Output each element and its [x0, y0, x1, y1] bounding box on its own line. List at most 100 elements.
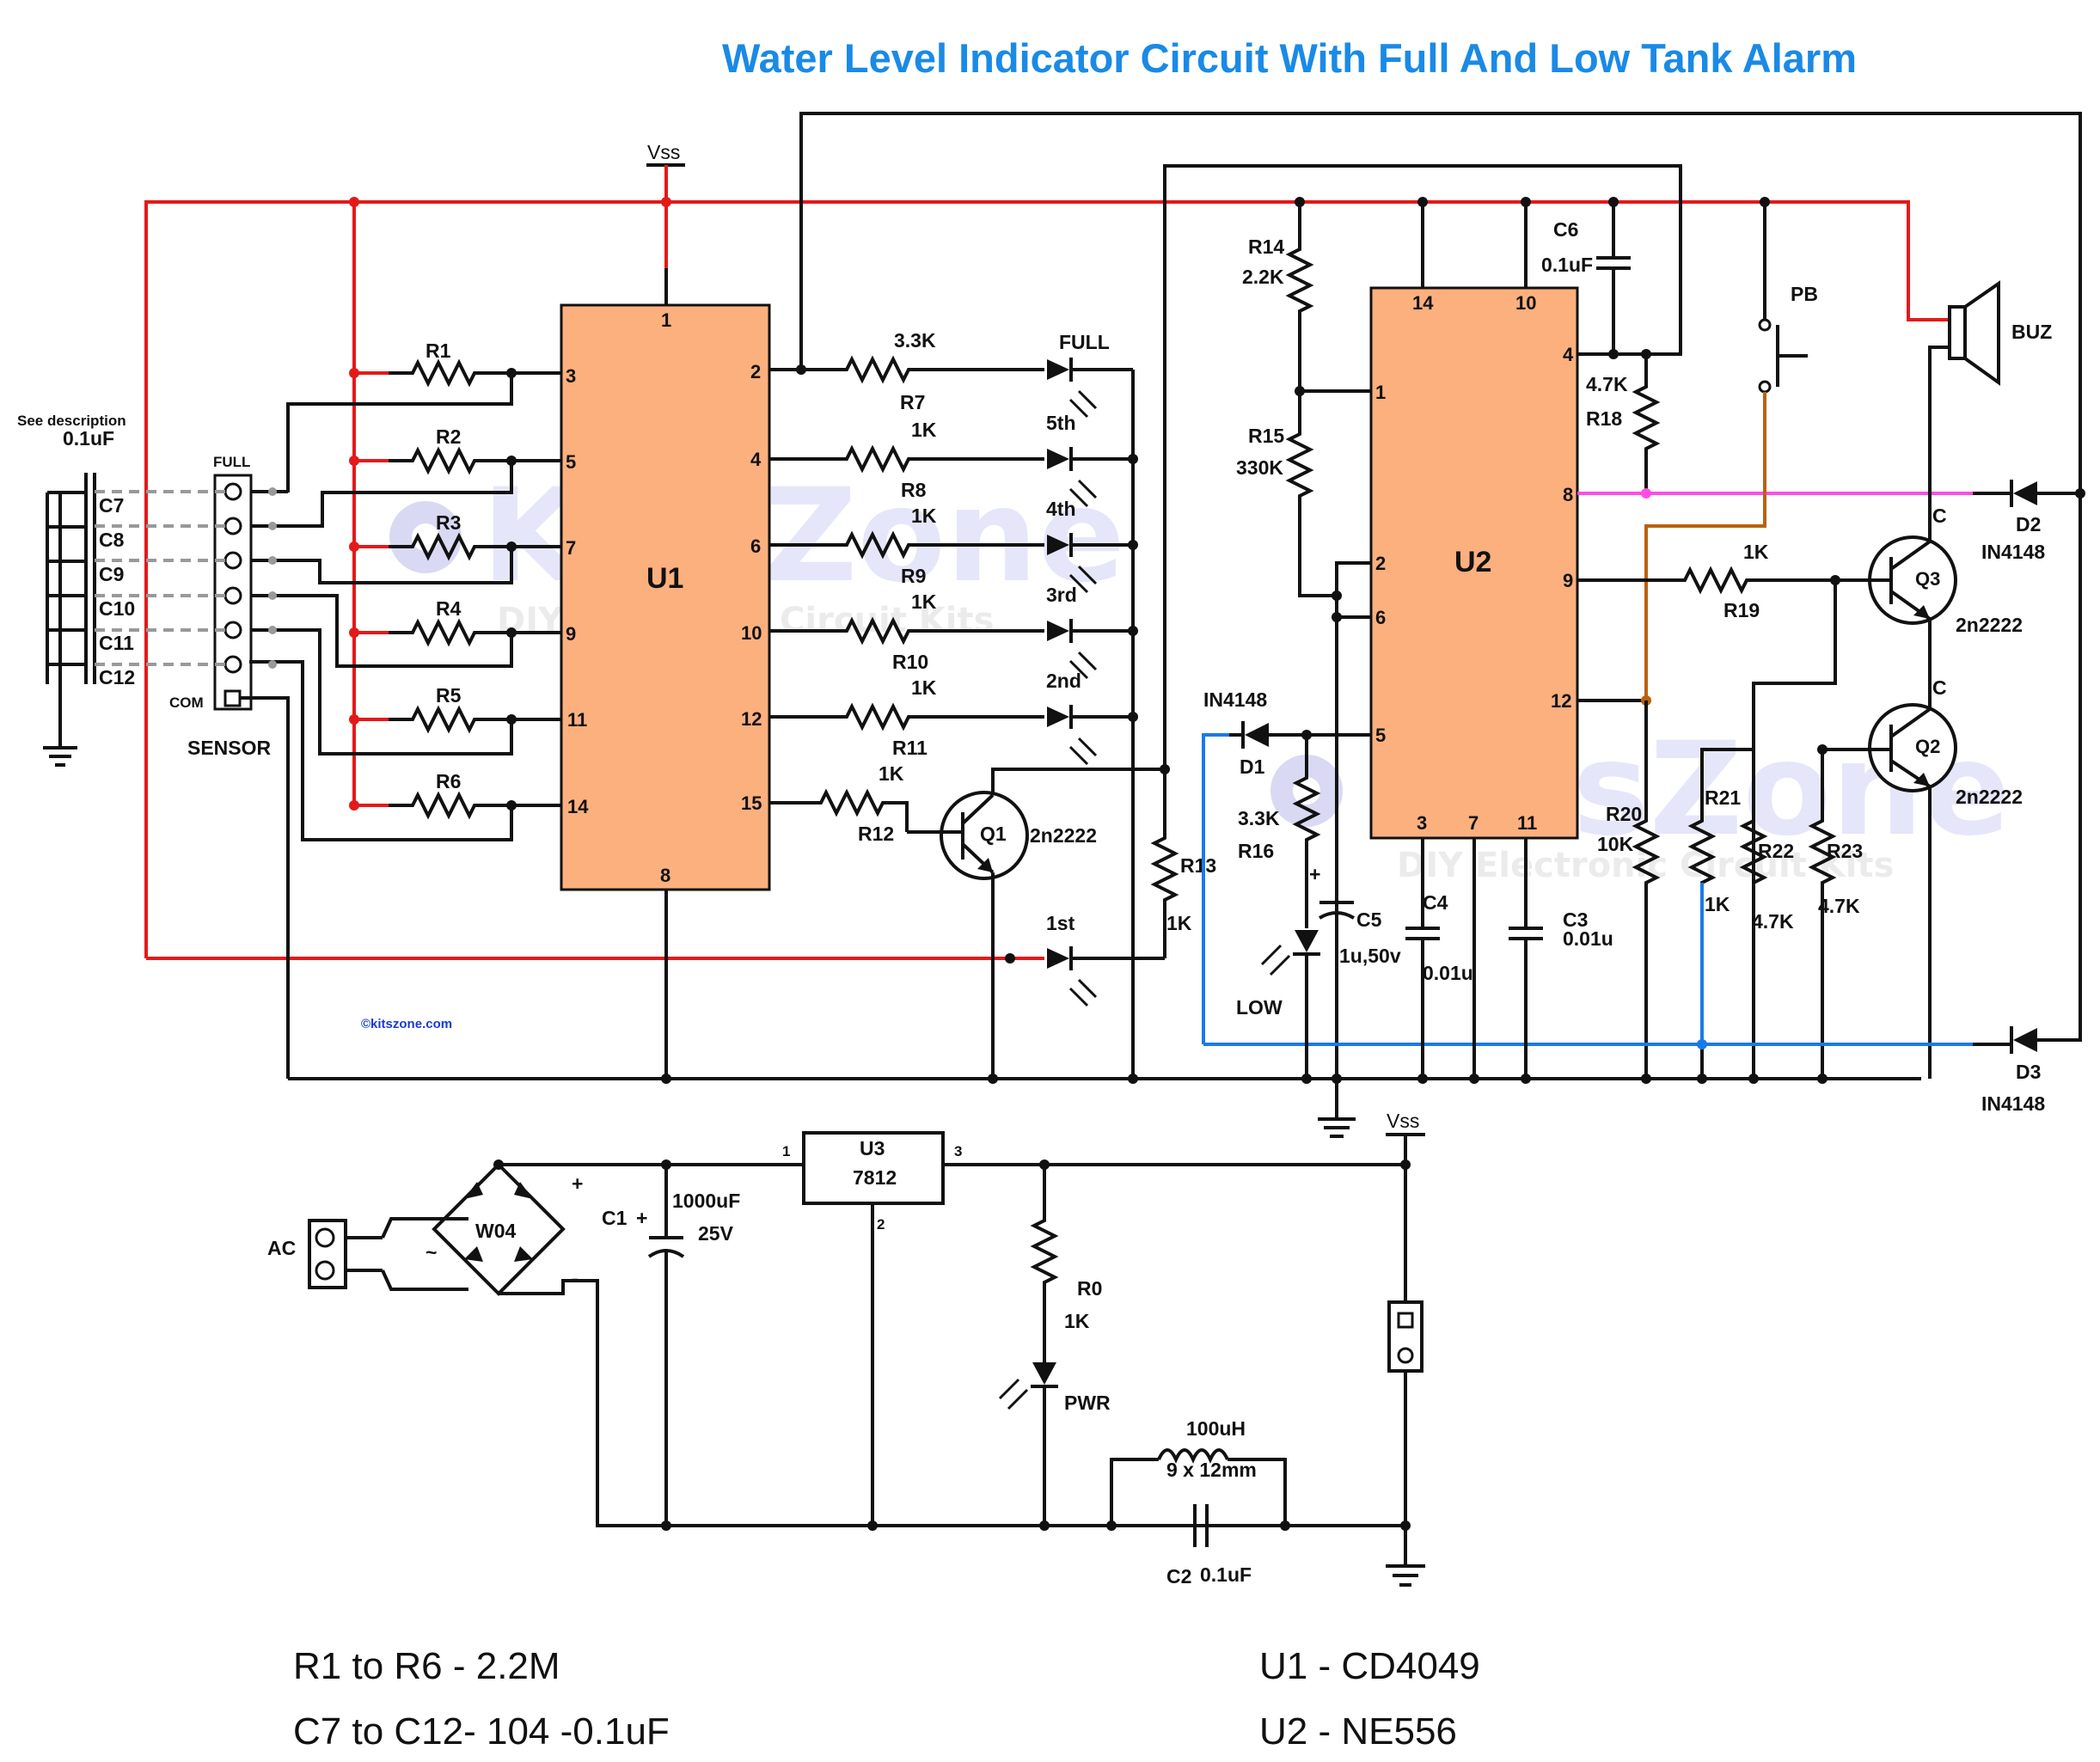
r4-label: R4 [436, 597, 462, 620]
sensor-capacitors: See description 0.1uF C7 C8 C9 C10 C11 C… [17, 413, 277, 767]
inductor-value: 100uH [1186, 1417, 1246, 1440]
note-u2: U2 - NE556 [1259, 1710, 1457, 1753]
pb-label: PB [1791, 283, 1818, 305]
u2-chip [1369, 286, 1579, 840]
r23-value: 4.7K [1818, 895, 1860, 917]
bridge-ac-symbol: ~ [426, 1241, 437, 1263]
led-1st-label: 1st [1046, 912, 1075, 934]
r0-label: R0 [1077, 1277, 1102, 1300]
u3-regulator [802, 1131, 945, 1205]
u1-chip [560, 303, 771, 891]
r21-value: 1K [1705, 893, 1730, 915]
led-full-label: FULL [1059, 331, 1110, 353]
c8-label: C8 [99, 529, 125, 551]
u3-pin-1: 1 [782, 1143, 790, 1159]
c2-label: C2 [1166, 1565, 1191, 1588]
u3-label: U3 [860, 1137, 885, 1159]
q3-transistor-icon: Q3 C 2n2222 [1861, 505, 2023, 636]
q1-label: Q1 [980, 823, 1007, 845]
q2-part: 2n2222 [1956, 786, 2023, 808]
r16-low-led: 3.3K R16 LOW [1236, 735, 1321, 1084]
r7-value: 3.3K [894, 329, 936, 352]
u2-pin-7: 7 [1468, 812, 1479, 834]
led-5th-label: 5th [1046, 412, 1076, 434]
vss-bottom-label: Vss [1387, 1110, 1419, 1132]
u2-pin-3: 3 [1417, 812, 1427, 834]
c1-value: 1000uF [672, 1190, 740, 1212]
q2-collector-label: C [1932, 676, 1947, 699]
r18-value: 4.7K [1586, 373, 1628, 395]
inductor-size: 9 x 12mm [1166, 1459, 1257, 1481]
r12-label: R12 [858, 823, 894, 845]
q3-part: 2n2222 [1956, 614, 2023, 636]
pwr-led-label: PWR [1064, 1392, 1111, 1414]
r14-label: R14 [1248, 236, 1284, 258]
r15-value: 330K [1236, 456, 1283, 479]
led-4th-label: 4th [1046, 498, 1076, 520]
bridge-plus: + [572, 1172, 583, 1195]
c1-label: C1 [602, 1207, 628, 1229]
c3-label: C3 [1563, 909, 1588, 931]
d2-label: D2 [2016, 513, 2041, 535]
d3-label: D3 [2016, 1061, 2041, 1083]
c6-label: C6 [1553, 218, 1578, 241]
c6-capacitor: C6 0.1uF [1541, 202, 1631, 354]
r22-label: R22 [1758, 840, 1794, 862]
c3-value: 0.01u [1563, 927, 1613, 950]
c1-plus: + [636, 1207, 647, 1229]
input-resistors: R1 R2 R3 R4 R5 R6 [249, 340, 561, 841]
sensor-label: SENSOR [187, 737, 272, 759]
buzzer-icon: BUZ [1928, 280, 2052, 572]
c5-value: 1u,50v [1339, 945, 1401, 967]
r20-value: 10K [1597, 833, 1634, 855]
r18-label: R18 [1586, 407, 1622, 430]
q3-label: Q3 [1915, 568, 1940, 590]
lower-resistors: R20 10K R21 1K R22 4.7K R23 4.7K [1597, 701, 1863, 1084]
d2-diode-icon: D2 IN4148 [1973, 480, 2080, 563]
c5-capacitor: + C5 1u,50v [1309, 617, 1401, 1084]
u2-pin-9: 9 [1563, 570, 1573, 591]
q3-collector-label: C [1932, 505, 1947, 527]
r2-label: R2 [436, 425, 461, 448]
inductor-icon [1157, 1448, 1229, 1464]
pwr-led-icon [1032, 1362, 1056, 1385]
u1-pin-8: 8 [660, 865, 670, 886]
power-supply: AC W04 ~ + - + C1 1000uF 25V U3 [267, 1110, 1425, 1588]
r5-label: R5 [436, 684, 462, 707]
see-description-label: See description [17, 413, 126, 429]
r21-label: R21 [1705, 786, 1741, 809]
watermark-gear-icon [389, 501, 462, 573]
c12-label: C12 [99, 666, 135, 688]
u2-label: U2 [1454, 546, 1491, 578]
q2-transistor-icon: Q2 C 2n2222 [1822, 676, 2023, 808]
c4-label: C4 [1423, 891, 1448, 914]
c10-label: C10 [99, 597, 135, 620]
vss-label: Vss [647, 141, 680, 163]
r9-label: R9 [901, 565, 926, 587]
note-capacitors: C7 to C12- 104 -0.1uF [293, 1710, 670, 1753]
q2-label: Q2 [1915, 736, 1940, 757]
u2-pin-10: 10 [1515, 292, 1536, 314]
u2-pin-2: 2 [1375, 553, 1386, 574]
diagram-title: Water Level Indicator Circuit With Full … [721, 35, 1858, 81]
r20-label: R20 [1606, 803, 1642, 825]
note-resistors: R1 to R6 - 2.2M [293, 1645, 560, 1687]
u2-pin-1: 1 [1375, 382, 1386, 403]
u1-pin-4: 4 [750, 449, 762, 470]
led-full-icon [1047, 358, 1098, 419]
u2-pin-5: 5 [1375, 725, 1386, 746]
u1-pin-2: 2 [750, 361, 761, 382]
r13-label: R13 [1180, 854, 1216, 877]
r11-label: R11 [892, 737, 928, 759]
led-bank: 3.3K R7 1K R8 1K R9 1K R10 1K R11 1K R12 [769, 329, 1165, 1084]
r16-label: R16 [1238, 840, 1274, 862]
d2-part: IN4148 [1981, 541, 2045, 563]
u1-pin-15: 15 [741, 792, 762, 814]
u2-pin-14: 14 [1412, 292, 1434, 314]
led-1st-icon [1047, 946, 1098, 1007]
u1-pin-5: 5 [566, 451, 576, 473]
q1-transistor-icon [907, 768, 1165, 1079]
u3-pin-3: 3 [954, 1143, 962, 1159]
r15-label: R15 [1248, 425, 1284, 447]
